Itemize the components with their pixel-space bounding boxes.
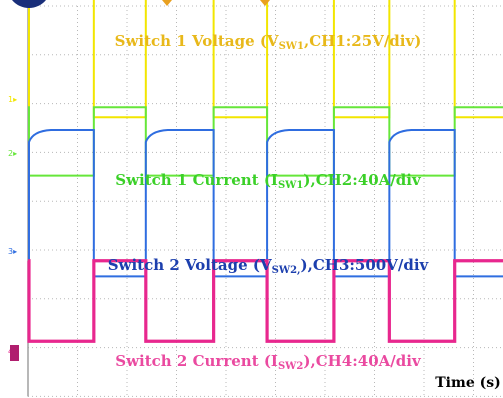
series-label-1: Switch 1 Voltage (VSW1,CH1:25V/div) <box>115 32 422 52</box>
channel-marker-3: 3▸ <box>8 247 17 256</box>
channel-marker-1: 1▸ <box>8 95 17 104</box>
series-label-text: ),CH2:40A/div <box>303 171 422 189</box>
series-label-text: Switch 1 Voltage (V <box>115 32 279 50</box>
series-label-text: Switch 2 Current (I <box>115 352 278 370</box>
ch4-marker-block <box>10 345 19 361</box>
trigger-marker-icon <box>162 0 172 6</box>
series-label-text: ),CH4:40A/div <box>303 352 422 370</box>
series-label-2: Switch 1 Current (ISW1),CH2:40A/div <box>115 171 422 191</box>
series-label-text: ),CH3:500V/div <box>301 256 430 274</box>
series-label-3: Switch 2 Voltage (VSW2,),CH3:500V/div <box>108 256 430 276</box>
series-labels: Switch 1 Voltage (VSW1,CH1:25V/div)Switc… <box>108 32 430 372</box>
channel-marker-2: 2▸ <box>8 149 17 158</box>
x-axis-label: Time (s) <box>435 375 500 391</box>
series-label-subscript: SW2 <box>278 361 303 372</box>
cursor-marker-icon <box>260 0 270 6</box>
series-label-4: Switch 2 Current (ISW2),CH4:40A/div <box>115 352 422 372</box>
decorations: 1▸2▸3▸4 <box>8 0 270 361</box>
trace-ch3 <box>27 129 503 278</box>
series-label-text: Switch 1 Current (I <box>115 171 278 189</box>
series-label-text: Switch 2 Voltage (V <box>108 256 272 274</box>
trace-ch4 <box>27 259 503 343</box>
series-label-subscript: SW1 <box>279 41 304 52</box>
series-label-subscript: SW2, <box>272 265 301 276</box>
series-label-text: ,CH1:25V/div) <box>304 32 421 50</box>
series-label-subscript: SW1 <box>278 180 303 191</box>
traces <box>27 0 503 343</box>
trigger-position-icon <box>12 0 46 9</box>
trace-ch1 <box>27 0 503 119</box>
